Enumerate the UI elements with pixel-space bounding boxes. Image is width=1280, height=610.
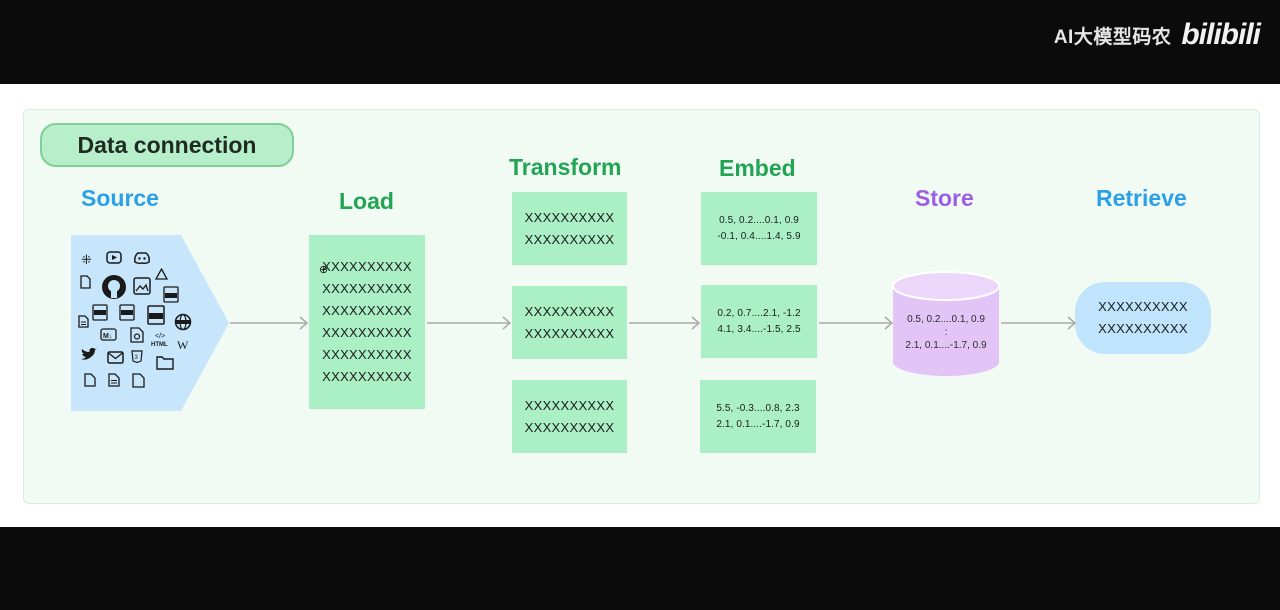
load-line: XXXXXXXXXX	[322, 303, 412, 318]
markdown-icon: M↓	[100, 328, 117, 341]
css-icon: 3	[131, 350, 143, 363]
svg-text:M↓: M↓	[103, 333, 112, 340]
transform-chunk-box: XXXXXXXXXX XXXXXXXXXX	[512, 286, 627, 359]
pdf-icon	[92, 304, 108, 321]
diagram-title: Data connection	[40, 123, 294, 167]
vector-line: 4.1, 3.4....-1.5, 2.5	[717, 323, 801, 335]
html-icon: </> HTML	[151, 333, 168, 348]
transform-chunk-box: XXXXXXXXXX XXXXXXXXXX	[512, 380, 627, 453]
embed-vector-box: 0.2, 0.7....2.1, -1.2 4.1, 3.4....-1.5, …	[701, 285, 817, 358]
arrow-head	[691, 316, 701, 330]
retrieve-line: XXXXXXXXXX	[1098, 299, 1188, 314]
embed-vector-box: 0.5, 0.2....0.1, 0.9 -0.1, 0.4....1.4, 5…	[701, 192, 817, 265]
flow-arrows	[230, 316, 1077, 330]
twitter-icon	[81, 347, 97, 360]
retrieve-result-box: XXXXXXXXXX XXXXXXXXXX	[1075, 282, 1211, 354]
code-icon	[130, 327, 144, 343]
txt-icon	[147, 305, 165, 325]
doc-icon	[78, 315, 89, 328]
chunk-line: XXXXXXXXXX	[524, 325, 615, 341]
file-icon	[80, 275, 91, 289]
data-connection-panel: Data connection Source Load Transform Em…	[23, 109, 1260, 504]
stage-load-heading: Load	[339, 188, 394, 214]
svg-text:3: 3	[135, 355, 139, 361]
store-vectors: 0.5, 0.2....0.1, 0.9 : 2.1, 0.1....-1.7,…	[891, 313, 1001, 352]
text-file-icon	[108, 373, 120, 387]
github-icon	[102, 275, 126, 299]
vector-line: -0.1, 0.4....1.4, 5.9	[717, 230, 801, 242]
store-vector-line: 0.5, 0.2....0.1, 0.9	[907, 314, 985, 325]
store-vector-line: 2.1, 0.1....-1.7, 0.9	[905, 340, 987, 351]
chunk-line: XXXXXXXXXX	[524, 231, 615, 247]
vector-line: 5.5, -0.3....0.8, 2.3	[716, 402, 800, 414]
arrow-head	[1067, 316, 1077, 330]
vector-store-cylinder	[892, 271, 1000, 376]
watermark: AI大模型码农 bilibili	[1053, 18, 1261, 52]
video-bottom-bar	[0, 527, 1280, 610]
image-icon	[133, 277, 151, 295]
mail-icon	[107, 351, 124, 364]
slack-icon: ⁜	[81, 252, 92, 267]
svg-text:HTML: HTML	[151, 342, 168, 348]
load-line: XXXXXXXXXX	[322, 347, 412, 362]
slide: Data connection Source Load Transform Em…	[0, 84, 1280, 527]
folder-icon	[156, 356, 174, 370]
embed-vector-box: 5.5, -0.3....0.8, 2.3 2.1, 0.1....-1.7, …	[700, 380, 816, 453]
stage-retrieve-heading: Retrieve	[1096, 185, 1187, 211]
wikipedia-icon: W	[177, 338, 189, 352]
load-line: XXXXXXXXXX	[322, 281, 412, 296]
arrow-head	[502, 316, 512, 330]
video-top-bar: AI大模型码农 bilibili	[0, 0, 1280, 84]
stage-source-heading: Source	[81, 185, 159, 211]
retrieve-line: XXXXXXXXXX	[1098, 321, 1188, 336]
load-line: XXXXXXXXXX	[322, 369, 412, 384]
csv-icon	[163, 286, 179, 303]
discord-icon	[134, 252, 150, 265]
load-line: XXXXXXXXXX	[322, 259, 412, 274]
svg-text:</>: </>	[155, 333, 165, 340]
vector-line: 0.2, 0.7....2.1, -1.2	[717, 307, 801, 319]
chunk-line: XXXXXXXXXX	[524, 303, 615, 319]
load-line: XXXXXXXXXX	[322, 325, 412, 340]
stage-embed-heading: Embed	[719, 155, 796, 181]
load-document-box: XXXXXXXXXX XXXXXXXXXX XXXXXXXXXX XXXXXXX…	[309, 235, 425, 409]
store-vector-ellipsis: :	[944, 327, 948, 338]
file-icon	[132, 373, 145, 388]
chunk-line: XXXXXXXXXX	[524, 209, 615, 225]
xls-icon	[119, 304, 135, 321]
transform-chunk-box: XXXXXXXXXX XXXXXXXXXX	[512, 192, 627, 265]
file-icon	[84, 373, 96, 387]
chunk-line: XXXXXXXXXX	[524, 419, 615, 435]
arrow-head	[884, 316, 894, 330]
bilibili-logo: bilibili	[1181, 18, 1261, 51]
drive-icon	[155, 268, 168, 280]
watermark-text: AI大模型码农	[1053, 26, 1172, 48]
web-icon	[174, 313, 192, 331]
stage-transform-heading: Transform	[509, 154, 622, 180]
arrow-head	[299, 316, 309, 330]
youtube-icon	[106, 251, 122, 264]
zoom-cursor-icon: ⊕	[319, 264, 329, 276]
vector-line: 2.1, 0.1....-1.7, 0.9	[716, 418, 800, 430]
chunk-line: XXXXXXXXXX	[524, 397, 615, 413]
vector-line: 0.5, 0.2....0.1, 0.9	[719, 214, 799, 226]
stage-store-heading: Store	[915, 185, 974, 211]
